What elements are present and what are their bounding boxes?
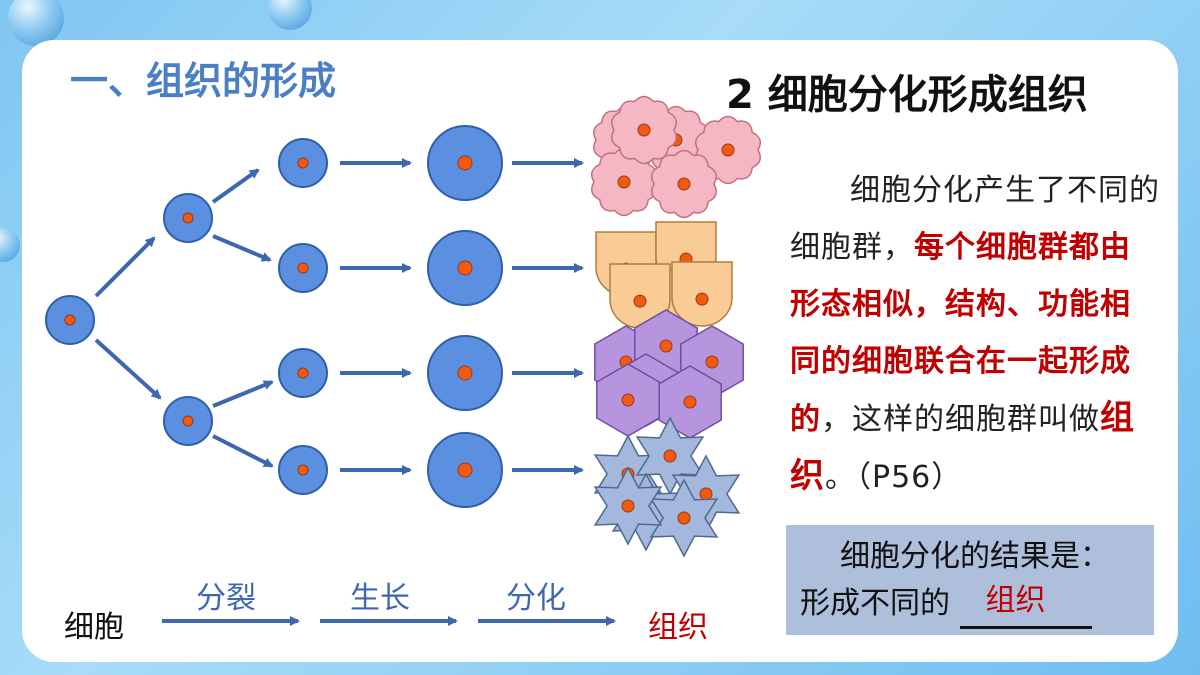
- branch-arrow: [212, 234, 272, 262]
- result-question: 细胞分化的结果是：: [840, 539, 1110, 574]
- small-cell: [278, 445, 328, 495]
- grown-cell: [427, 125, 503, 201]
- paragraph-text: 细胞分化产生了不同的细胞群，: [790, 173, 1160, 265]
- flow-start-label: 细胞: [64, 610, 124, 645]
- purple-tissue: [594, 309, 744, 439]
- paragraph-emphasis: 每个细胞群都由形态相似，结构、功能相同的细胞联合在一起形成的: [790, 230, 1131, 437]
- stem-cell: [45, 295, 95, 345]
- answer-blank: 组织: [959, 583, 1092, 629]
- branch-arrow: [94, 338, 162, 400]
- answer-text: 组织: [985, 583, 1046, 618]
- result-box: 细胞分化的结果是： 形成不同的 组织: [786, 525, 1154, 635]
- result-statement: 形成不同的 组织: [800, 579, 1140, 629]
- small-cell: [278, 138, 328, 188]
- grown-cell: [427, 230, 503, 306]
- branch-arrow: [212, 434, 274, 468]
- orange-tissue: [595, 221, 733, 335]
- branch-arrow: [212, 380, 274, 408]
- term-tissue: 组织: [790, 398, 1135, 496]
- small-cell: [278, 348, 328, 398]
- decor-bubble: [8, 0, 64, 46]
- divided-cell: [163, 396, 213, 446]
- pink-tissue: [591, 95, 761, 219]
- grown-cell: [427, 432, 503, 508]
- branch-arrow: [211, 168, 260, 204]
- result-text: 形成不同的: [800, 586, 950, 621]
- explanation-paragraph: 细胞分化产生了不同的细胞群，每个细胞群都由形态相似，结构、功能相同的细胞联合在一…: [790, 162, 1160, 506]
- paragraph-text: 。（P56）: [825, 460, 963, 495]
- grown-cell: [427, 335, 503, 411]
- page-title: 一、组织的形成: [70, 59, 337, 103]
- decor-bubble: [0, 228, 20, 262]
- flow-step-divide: 分裂: [196, 581, 256, 616]
- flow-end-label: 组织: [648, 610, 708, 645]
- divided-cell: [163, 193, 213, 243]
- flow-step-differentiate: 分化: [506, 581, 566, 616]
- branch-arrow: [94, 236, 156, 298]
- paragraph-text: ，这样的细胞群叫做: [821, 402, 1100, 437]
- section-subtitle: 2 细胞分化形成组织: [726, 72, 1088, 118]
- small-cell: [278, 243, 328, 293]
- flow-step-grow: 生长: [350, 581, 410, 616]
- blue-star-tissue: [593, 416, 741, 558]
